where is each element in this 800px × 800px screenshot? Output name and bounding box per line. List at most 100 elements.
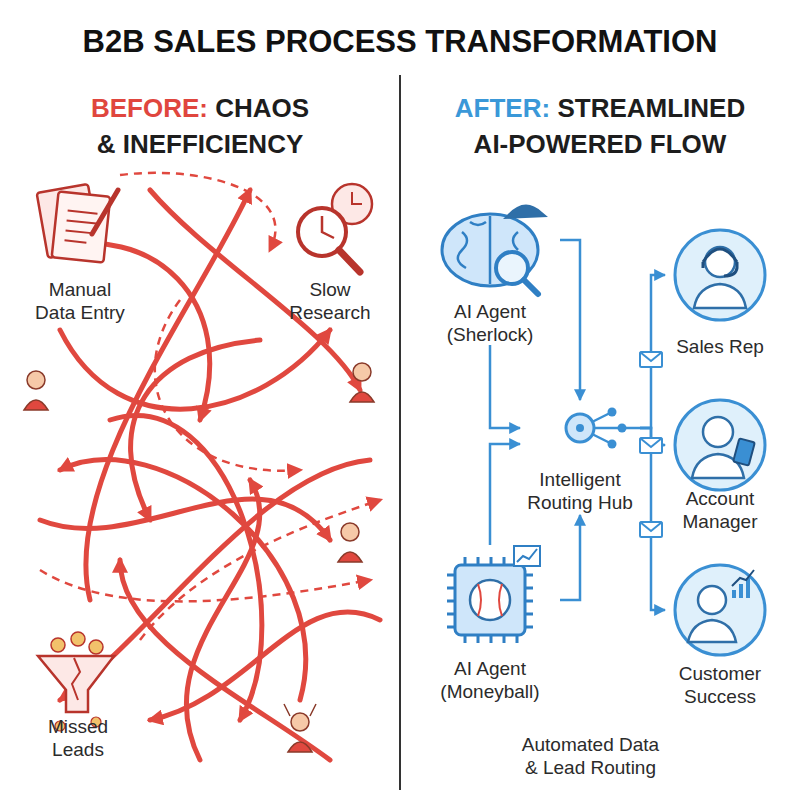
- dashed-chaos-arrows-part: [155, 300, 300, 471]
- sales-rep-icon: [675, 230, 765, 320]
- node-label: Customer Success: [665, 662, 775, 708]
- stressed-people-part: [350, 392, 374, 402]
- caption-label: Automated Data & Lead Routing: [518, 733, 663, 779]
- envelope-icon-part: [640, 438, 662, 453]
- brain-icon-part: [524, 280, 538, 294]
- documents-icon-part: [52, 191, 111, 262]
- flow-arrow: [490, 345, 520, 428]
- node-label: AI Agent (Moneyball): [420, 657, 560, 703]
- sales-rep-icon-part: [675, 230, 765, 320]
- chip-icon-part: [478, 584, 502, 616]
- broken-funnel-icon-part: [72, 658, 80, 700]
- stressed-people: [24, 363, 374, 752]
- icon-node: Intelligent Routing Hub: [520, 400, 640, 515]
- envelope-icon-part: [640, 522, 662, 531]
- flow-arrow: [640, 428, 665, 610]
- routing-hub-icon-part: [608, 440, 617, 449]
- account-manager-icon-part: [675, 400, 765, 490]
- envelope-icon: [640, 438, 662, 453]
- stressed-people-part: [338, 552, 362, 562]
- chaos-arrows-part: [120, 560, 330, 760]
- icon-node: Sales Rep: [665, 225, 775, 360]
- stressed-people-part: [353, 363, 371, 381]
- caption-label: Manual Data Entry: [30, 278, 130, 324]
- node-label: AI Agent (Sherlock): [420, 300, 560, 346]
- customer-success-icon: [675, 565, 765, 655]
- icon-node: Account Manager: [665, 395, 775, 530]
- chip-icon-part: [470, 580, 510, 620]
- routing-hub-icon-part: [608, 408, 617, 417]
- broken-funnel-icon-part: [89, 640, 103, 654]
- chip-icon-part: [447, 557, 533, 643]
- chip-icon-part: [517, 549, 537, 562]
- chip-icon: [447, 546, 540, 643]
- broken-funnel-icon-part: [51, 638, 65, 652]
- diagram-title: B2B SALES PROCESS TRANSFORMATION: [0, 22, 800, 62]
- flow-arrow: [560, 240, 580, 400]
- documents-icon: [37, 184, 118, 263]
- chaos-arrows-part: [60, 330, 330, 409]
- stressed-people-part: [284, 704, 316, 716]
- customer-success-icon-part: [732, 570, 754, 586]
- stressed-people-part: [341, 523, 359, 541]
- brain-icon: [442, 204, 548, 294]
- icon-node: AI Agent (Moneyball): [420, 545, 560, 705]
- sales-rep-icon-part: [694, 284, 746, 308]
- clock-magnifier-icon-part: [339, 250, 360, 272]
- clock-magnifier-icon-part: [322, 216, 334, 238]
- envelope-icon: [640, 352, 662, 367]
- customer-success-icon-part: [698, 586, 726, 614]
- divider-line: [399, 75, 401, 790]
- chaos-arrows-part: [131, 340, 260, 520]
- stressed-people-part: [288, 742, 312, 752]
- routing-hub-icon-part: [618, 424, 627, 433]
- icon-node: Customer Success: [665, 560, 775, 705]
- node-label: Account Manager: [665, 487, 775, 533]
- routing-hub-icon-part: [566, 414, 594, 442]
- stressed-people-part: [27, 371, 45, 389]
- sales-rep-icon-part: [705, 247, 735, 277]
- chip-icon-part: [455, 565, 525, 635]
- dashed-chaos-arrows: [40, 173, 380, 640]
- node-label: Sales Rep: [665, 335, 775, 358]
- after-heading: AFTER:STREAMLINED AI-POWERED FLOW: [445, 90, 755, 162]
- flow-arrow: [560, 515, 580, 600]
- chaos-arrows-part: [86, 190, 250, 600]
- broken-funnel-icon-part: [38, 656, 114, 712]
- node-label: Intelligent Routing Hub: [520, 468, 640, 514]
- before-heading: BEFORE:CHAOS & INEFFICIENCY: [85, 90, 315, 162]
- flow-arrow: [640, 275, 665, 428]
- clock-magnifier-icon: [298, 184, 372, 272]
- broken-funnel-icon-part: [71, 632, 85, 646]
- chaos-arrows-part: [50, 244, 210, 420]
- dashed-chaos-arrows-part: [120, 173, 275, 250]
- account-manager-icon-part: [733, 438, 755, 465]
- envelope-icon: [640, 522, 662, 537]
- envelope-icon-part: [640, 352, 662, 361]
- section-heading: AFTER:: [455, 93, 550, 123]
- documents-icon-part: [92, 190, 118, 234]
- stressed-people-part: [291, 713, 309, 731]
- brain-icon-part: [503, 204, 548, 219]
- account-manager-icon: [675, 400, 765, 490]
- routing-hub-icon-part: [576, 424, 584, 432]
- chaos-arrows-part: [150, 612, 380, 720]
- icon-node: AI Agent (Sherlock): [420, 190, 560, 345]
- stressed-people-part: [24, 400, 48, 410]
- envelope-icon-part: [640, 438, 662, 447]
- customer-success-icon-part: [675, 565, 765, 655]
- section-heading: BEFORE:: [91, 93, 208, 123]
- caption-label: Missed Leads: [38, 715, 118, 761]
- account-manager-icon-part: [703, 417, 733, 447]
- sales-rep-icon-part: [703, 249, 737, 276]
- envelope-icon-part: [640, 522, 662, 537]
- dashed-chaos-arrows-part: [40, 570, 370, 601]
- flow-arrow: [490, 444, 520, 545]
- brain-icon-part: [442, 214, 538, 286]
- envelope-icon-part: [640, 352, 662, 367]
- caption-label: Slow Research: [280, 278, 380, 324]
- documents-icon-part: [65, 211, 98, 244]
- customer-success-icon-part: [688, 620, 736, 642]
